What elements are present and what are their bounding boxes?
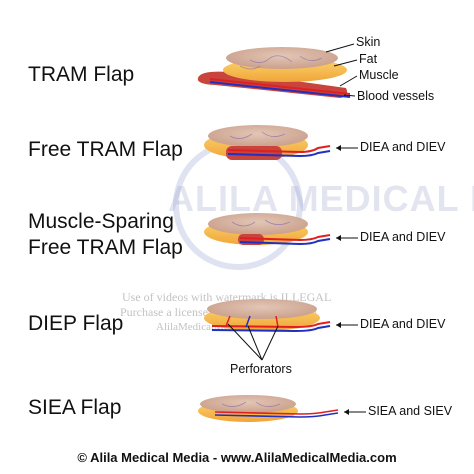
perforator-pointer-3 [261,325,279,361]
diep-perforator-3 [275,315,279,328]
tram-artery [209,78,351,95]
siea-flap-illustration [198,395,339,422]
label-diep-vessels: DIEA and DIEV [360,317,446,331]
diep-artery [211,321,331,329]
diep-skin [207,299,317,319]
title-free-tram-flap: Free TRAM Flap [28,138,183,161]
watermark-brand: ALILA MEDICAL MEDIA [168,178,474,219]
diep-perforator-1 [225,315,231,327]
free-tram-flap-illustration [204,125,331,160]
title-siea-flap: SIEA Flap [28,396,122,419]
label-fat: Fat [359,52,378,66]
label-free-tram-vessels: DIEA and DIEV [360,140,446,154]
skin-pointer [325,43,355,53]
title-muscle-sparing-line1: Muscle-Sparing [28,210,174,233]
label-skin: Skin [356,35,381,49]
ms-artery [239,234,331,242]
tram-skin [226,47,338,69]
title-muscle-sparing-line2: Free TRAM Flap [28,236,183,259]
perforator-pointer-2 [247,325,263,361]
tram-flap-illustration [197,47,351,98]
watermark-circle [173,140,303,270]
label-siea-vessels: SIEA and SIEV [368,404,453,418]
label-perforators: Perforators [230,362,292,376]
label-muscle: Muscle [359,68,399,82]
muscle-pointer [339,75,358,87]
muscle-sparing-flap-illustration [204,213,331,246]
ms-skin [208,213,308,235]
diep-vein [211,325,331,333]
free-tram-muscle [226,146,282,160]
free-tram-vein [227,150,331,158]
perforator-pointer-1 [227,323,263,361]
siea-artery [214,409,339,415]
ms-vein [239,238,331,246]
diep-perforator-2 [245,315,251,328]
fat-pointer [333,59,358,67]
blood-vessels-pointer [343,94,356,97]
label-blood-vessels: Blood vessels [357,89,435,103]
title-tram-flap: TRAM Flap [28,63,135,86]
siea-skin [200,395,296,413]
footer-copyright: © Alila Medical Media - www.AlilaMedical… [77,450,397,465]
tram-vein [209,81,351,98]
diep-flap-illustration [204,299,331,361]
free-tram-skin [208,125,308,147]
siea-vein [214,412,339,418]
title-diep-flap: DIEP Flap [28,312,124,335]
free-tram-artery [227,145,331,154]
label-ms-vessels: DIEA and DIEV [360,230,446,244]
